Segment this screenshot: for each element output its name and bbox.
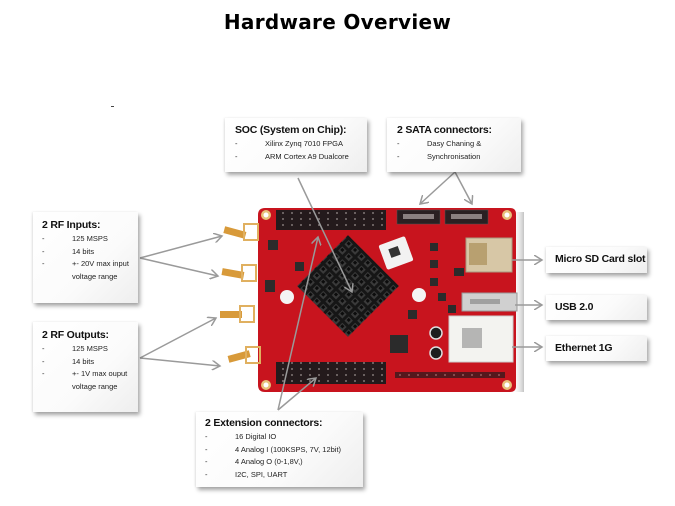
extension-header-top	[276, 210, 386, 230]
callout-ethernet: Ethernet 1G	[546, 336, 647, 361]
callout-soc: SOC (System on Chip): -Xilinx Zynq 7010 …	[225, 118, 367, 172]
callout-item: 4 Analog I (100KSPS, 7V, 12bit)	[235, 444, 342, 454]
callout-item-continuation: voltage range	[72, 271, 118, 281]
callout-heading: 2 RF Outputs:	[42, 329, 109, 341]
callout-item: I2C, SPI, UART	[235, 469, 288, 479]
callout-item: +- 20V max input	[72, 259, 129, 268]
capacitor	[412, 288, 426, 302]
callout-usb: USB 2.0	[546, 295, 647, 320]
capacitor	[429, 326, 443, 340]
callout-rf-outputs: 2 RF Outputs: -125 MSPS -14 bits -+- 1V …	[33, 322, 138, 412]
callout-item-continuation: voltage range	[72, 381, 118, 391]
capacitor	[280, 290, 294, 304]
callout-heading: 2 RF Inputs:	[42, 219, 101, 231]
arrow-ext-1	[277, 237, 318, 411]
arrow-sata-1	[420, 171, 456, 204]
sma-connectors	[220, 223, 261, 364]
callout-heading: SOC (System on Chip):	[235, 124, 347, 136]
capacitor	[429, 346, 443, 360]
callout-item: 14 bits	[72, 356, 95, 366]
callout-item: ARM Cortex A9 Dualcore	[265, 151, 349, 161]
callout-item: 125 MSPS	[72, 344, 108, 353]
arrow-rf-out-2	[139, 357, 220, 366]
callout-rf-inputs: 2 RF Inputs: -125 MSPS -14 bits -+- 20V …	[33, 212, 138, 303]
callout-item: Dasy Chaning &	[427, 139, 482, 148]
arrow-rf-in-1	[139, 236, 222, 259]
callout-heading: Micro SD Card slot	[555, 253, 646, 265]
arrow-soc	[297, 177, 352, 292]
arrow-ext-2	[277, 378, 316, 411]
arrow-rf-out-1	[139, 318, 216, 359]
callout-micro-sd: Micro SD Card slot	[546, 247, 647, 273]
callout-heading: Ethernet 1G	[555, 342, 613, 354]
callout-item: Xilinx Zynq 7010 FPGA	[265, 139, 343, 148]
pin-row	[395, 372, 505, 378]
callout-item: 4 Analog O (0-1,8V,)	[235, 457, 303, 466]
callout-item: 125 MSPS	[72, 234, 108, 243]
callout-item: Synchronisation	[427, 151, 481, 161]
stray-mark	[111, 106, 114, 107]
callout-heading: 2 Extension connectors:	[205, 417, 323, 429]
page-title: Hardware Overview	[223, 10, 452, 34]
callout-heading: USB 2.0	[555, 301, 594, 313]
components	[265, 240, 480, 353]
callout-sata: 2 SATA connectors: -Dasy Chaning & -Sync…	[387, 118, 521, 172]
arrow-rf-in-2	[139, 257, 218, 276]
callout-item: 14 bits	[72, 246, 95, 256]
extension-header-bottom	[276, 362, 386, 384]
callout-heading: 2 SATA connectors:	[397, 124, 492, 136]
callout-item: 16 Digital IO	[235, 432, 277, 441]
callout-extension-connectors: 2 Extension connectors: -16 Digital IO -…	[196, 412, 363, 487]
arrow-sata-2	[454, 171, 472, 204]
callout-item: +- 1V max ouput	[72, 369, 128, 378]
